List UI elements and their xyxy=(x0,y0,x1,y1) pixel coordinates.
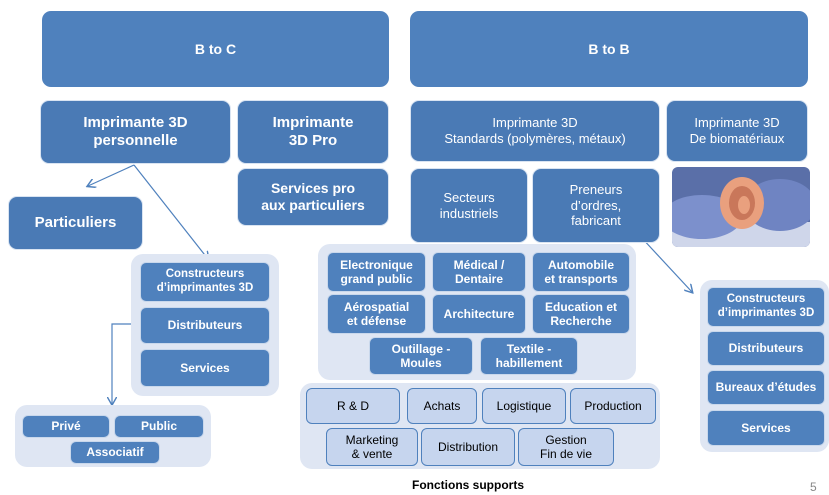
btoc-particuliers: Particuliers xyxy=(8,196,143,250)
biomat-line1: Imprimante 3D xyxy=(694,115,780,131)
btob-right-constructeurs: Constructeurs d’imprimantes 3D xyxy=(707,287,825,327)
btoc-constructeurs-label: Constructeurs d’imprimantes 3D xyxy=(156,268,254,294)
right-constructeurs-line1: Constructeurs xyxy=(726,293,806,306)
header-btob: B to B xyxy=(410,11,808,87)
segment-prive-label: Privé xyxy=(51,419,81,434)
sector-medical-line2: Dentaire xyxy=(454,272,504,286)
right-bureaux-label: Bureaux d’études xyxy=(715,380,817,395)
preneurs-line3: fabricant xyxy=(571,213,621,229)
btob-secteurs-industriels: Secteurs industriels xyxy=(410,168,528,243)
arrow-to-particuliers xyxy=(88,164,135,186)
function-logistique-label: Logistique xyxy=(496,398,552,413)
function-distribution-label: Distribution xyxy=(437,439,499,454)
btoc-services-label: Services xyxy=(180,360,230,375)
segment-associatif-label: Associatif xyxy=(86,445,144,460)
sector-electronique-line2: grand public xyxy=(340,272,413,286)
function-rd: R & D xyxy=(306,388,400,424)
sector-architecture: Architecture xyxy=(432,294,526,334)
particuliers-label: Particuliers xyxy=(34,214,117,231)
function-gestion: Gestion Fin de vie xyxy=(518,428,614,466)
function-gestion-line1: Gestion xyxy=(545,432,587,447)
arrow-to-segments xyxy=(112,323,140,404)
sector-medical-line1: Médical / xyxy=(453,257,505,272)
secteurs-line1: Secteurs xyxy=(443,189,495,205)
btoc-pro-line1: Imprimante xyxy=(272,114,354,131)
sector-textile-line2: habillement xyxy=(495,356,563,370)
sector-automobile-line1: Automobile xyxy=(548,257,614,272)
sector-aerospatial: Aérospatial et défense xyxy=(327,294,426,334)
btob-right-services: Services xyxy=(707,410,825,446)
btoc-list-constructeurs: Constructeurs d’imprimantes 3D xyxy=(140,262,270,302)
function-marketing-line2: & vente xyxy=(351,447,393,461)
biomat-line2: De biomatériaux xyxy=(689,131,785,146)
sector-outillage-line2: Moules xyxy=(400,356,442,370)
segment-public-label: Public xyxy=(140,419,177,434)
header-btoc-label: B to C xyxy=(194,40,237,57)
btoc-list-distributeurs: Distributeurs xyxy=(140,307,270,344)
btoc-personal-printer: Imprimante 3D personnelle xyxy=(40,100,231,164)
sector-architecture-label: Architecture xyxy=(443,306,515,321)
btoc-services-pro: Services pro aux particuliers xyxy=(237,168,389,226)
function-gestion-line2: Fin de vie xyxy=(539,447,593,461)
btoc-pro-line2: 3D Pro xyxy=(288,132,338,149)
sector-education-line2: Recherche xyxy=(550,314,612,328)
right-constructeurs-line2: d’imprimantes 3D xyxy=(717,307,815,319)
sector-aerospatial-line1: Aérospatial xyxy=(343,299,410,314)
btoc-personal-line1: Imprimante 3D xyxy=(83,114,188,131)
sector-education: Education et Recherche xyxy=(532,294,630,334)
sector-automobile-line2: et transports xyxy=(544,272,618,286)
services-pro-line1: Services pro xyxy=(270,180,356,197)
sector-textile-line1: Textile - xyxy=(506,341,552,356)
right-distributeurs-label: Distributeurs xyxy=(728,341,804,356)
function-distribution: Distribution xyxy=(421,428,515,466)
btob-standards-printer: Imprimante 3D Standards (polymères, méta… xyxy=(410,100,660,162)
btob-right-bureaux: Bureaux d’études xyxy=(707,370,825,405)
sector-electronique: Electronique grand public xyxy=(327,252,426,292)
sector-outillage: Outillage - Moules xyxy=(369,337,473,375)
btob-biomaterial-printer: Imprimante 3D De biomatériaux xyxy=(666,100,808,162)
preneurs-line1: Preneurs xyxy=(569,182,623,198)
function-achats-label: Achats xyxy=(423,398,461,413)
btob-preneurs-ordres: Preneurs d’ordres, fabricant xyxy=(532,168,660,243)
function-rd-label: R & D xyxy=(336,398,369,413)
btob-right-distributeurs: Distributeurs xyxy=(707,331,825,366)
sector-education-line1: Education et xyxy=(544,299,617,314)
function-marketing-line1: Marketing xyxy=(345,432,399,447)
sector-outillage-line1: Outillage - xyxy=(391,341,451,356)
arrow-to-constructeurs xyxy=(133,164,208,259)
services-pro-line2: aux particuliers xyxy=(261,197,365,213)
printed-ear-image xyxy=(672,167,810,247)
function-logistique: Logistique xyxy=(482,388,566,424)
sector-medical: Médical / Dentaire xyxy=(432,252,526,292)
sector-automobile: Automobile et transports xyxy=(532,252,630,292)
header-btoc: B to C xyxy=(42,11,389,87)
sector-electronique-line1: Electronique xyxy=(340,257,413,272)
function-marketing: Marketing & vente xyxy=(326,428,418,466)
function-production: Production xyxy=(570,388,656,424)
btoc-list-services: Services xyxy=(140,349,270,387)
page-number: 5 xyxy=(810,480,817,494)
standards-line2: Standards (polymères, métaux) xyxy=(444,131,626,146)
sector-aerospatial-line2: et défense xyxy=(346,314,407,328)
header-btob-label: B to B xyxy=(588,40,630,57)
preneurs-line2: d’ordres, xyxy=(570,197,622,213)
btoc-distributeurs-label: Distributeurs xyxy=(167,318,243,333)
standards-line1: Imprimante 3D xyxy=(492,115,578,131)
function-production-label: Production xyxy=(584,398,642,413)
sector-textile: Textile - habillement xyxy=(480,337,578,375)
segment-public: Public xyxy=(114,415,204,438)
btoc-pro-printer: Imprimante 3D Pro xyxy=(237,100,389,164)
secteurs-line2: industriels xyxy=(439,205,499,221)
function-achats: Achats xyxy=(407,388,477,424)
right-services-label: Services xyxy=(741,420,791,435)
btoc-personal-line2: personnelle xyxy=(93,132,178,149)
arrow-to-right-list xyxy=(639,235,692,292)
segment-associatif: Associatif xyxy=(70,441,160,464)
segment-prive: Privé xyxy=(22,415,110,438)
functions-caption: Fonctions supports xyxy=(412,478,524,492)
